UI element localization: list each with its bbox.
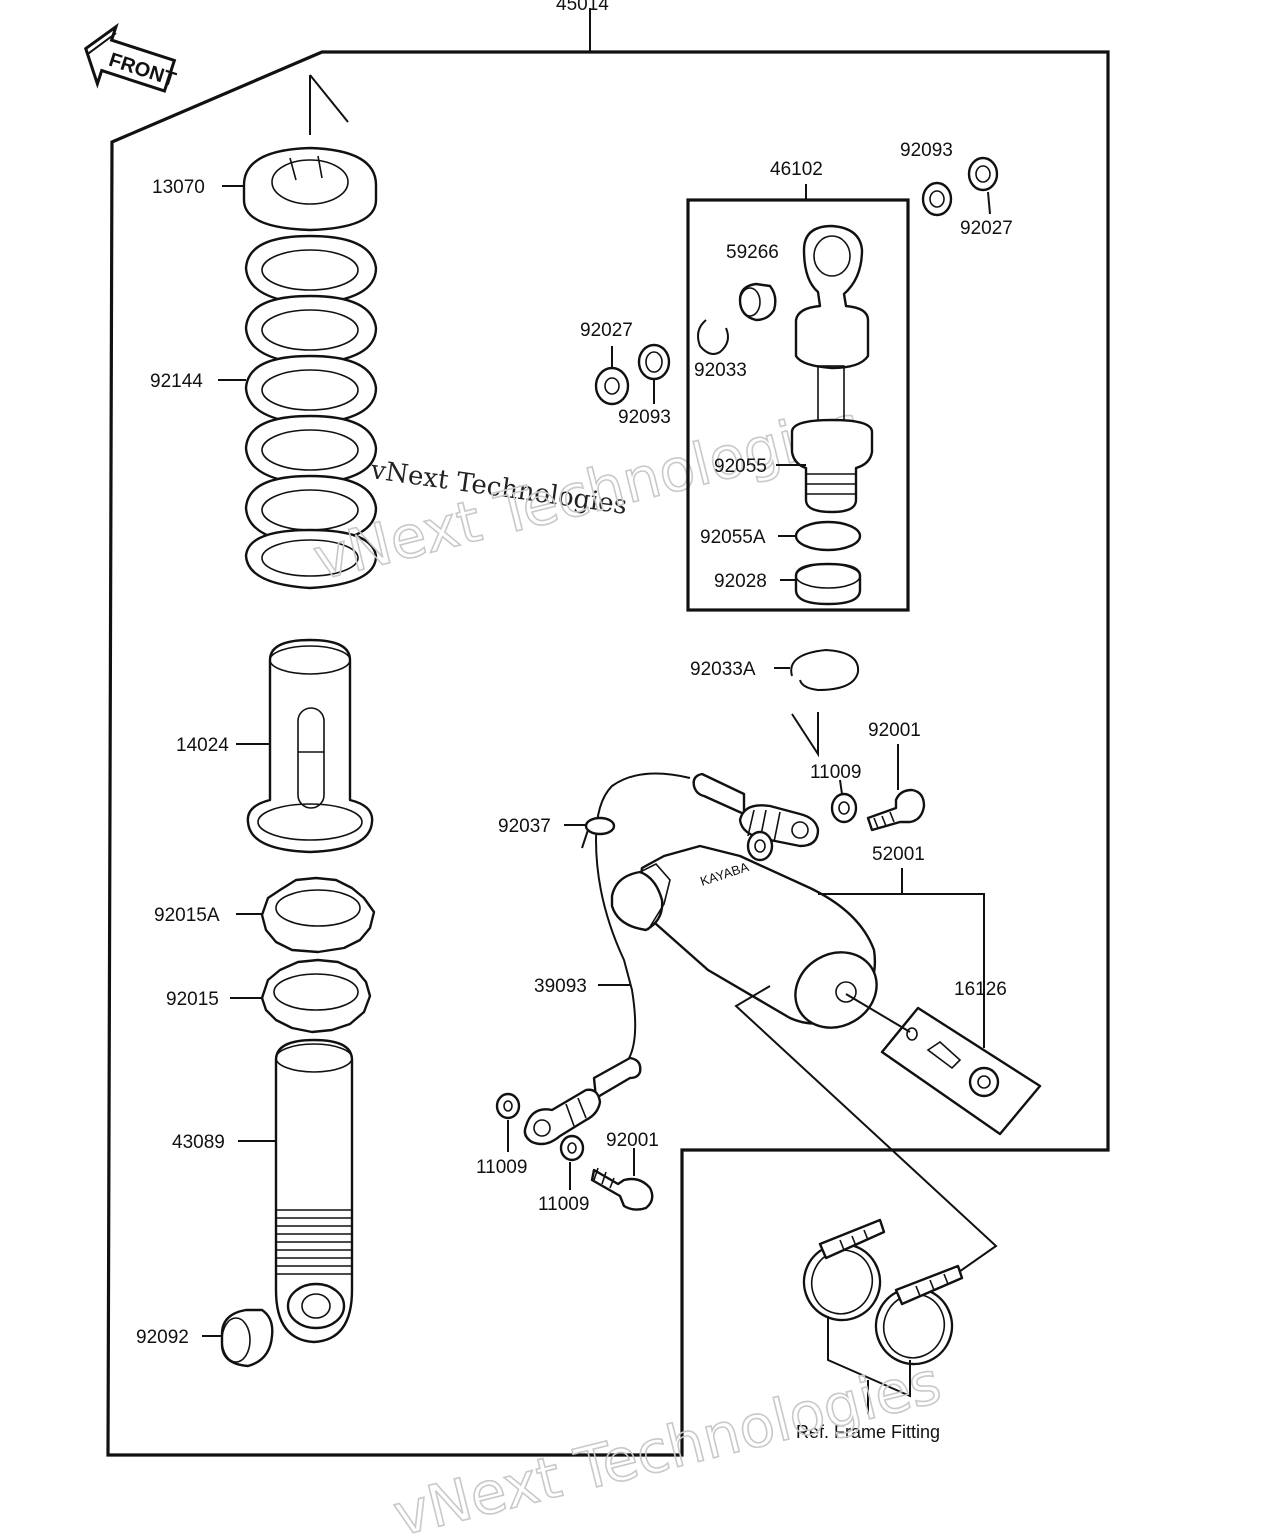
part-label-92015A: 92015A xyxy=(154,905,220,926)
part-label-92027-mid: 92027 xyxy=(580,320,633,341)
part-label-16126: 16126 xyxy=(954,979,1007,1000)
part-label-59266: 59266 xyxy=(726,242,779,263)
part-label-92001-bottom: 92001 xyxy=(606,1130,659,1151)
part-label-92033A: 92033A xyxy=(690,659,756,680)
part-label-92027-top: 92027 xyxy=(960,218,1013,239)
ref-frame-fitting-label: Ref. Frame Fitting xyxy=(796,1422,940,1442)
part-label-52001: 52001 xyxy=(872,844,925,865)
damper-rod xyxy=(790,224,874,514)
damper-kit-box-46102 xyxy=(686,198,910,612)
front-arrow-icon: FRONT xyxy=(83,22,178,93)
washer-11009-bottom xyxy=(559,1134,585,1190)
part-label-92028: 92028 xyxy=(714,571,767,592)
part-label-92092: 92092 xyxy=(136,1327,189,1348)
hose-clamp-right xyxy=(874,1264,964,1366)
locknut-92015 xyxy=(230,958,372,1034)
valve-kit-16126 xyxy=(880,1006,1042,1136)
watermark-outline: vNext Technologies xyxy=(307,392,867,594)
part-label-92001-top: 92001 xyxy=(868,720,921,741)
hose-fitting-bottom xyxy=(523,1056,642,1146)
assembly-number: 45014 xyxy=(556,0,609,15)
spring-seat-13070 xyxy=(222,74,378,232)
part-label-39093: 39093 xyxy=(534,976,587,997)
seal-92093-mid xyxy=(637,343,671,404)
bushing-92092 xyxy=(202,1308,274,1368)
watermark-bottom: vNext Technologies xyxy=(387,1348,947,1536)
circlip-92033 xyxy=(697,319,729,355)
spring-guide-14024 xyxy=(236,638,374,854)
part-label-92033: 92033 xyxy=(694,360,747,381)
bolt-92001-bottom xyxy=(590,1148,654,1211)
part-label-92037: 92037 xyxy=(498,816,551,837)
part-label-92055A: 92055A xyxy=(700,527,766,548)
part-label-14024: 14024 xyxy=(176,735,229,756)
washer-11009-top xyxy=(830,779,858,824)
cable-39093 xyxy=(594,772,691,1061)
assembly-frame xyxy=(106,50,1110,1457)
part-label-43089: 43089 xyxy=(172,1132,225,1153)
part-label-11009-left: 11009 xyxy=(476,1157,527,1178)
part-label-92015: 92015 xyxy=(166,989,219,1010)
part-label-92093-mid: 92093 xyxy=(618,407,671,428)
circlip-92033a xyxy=(790,648,860,692)
washer-mid xyxy=(746,830,774,862)
locknut-92015a xyxy=(236,876,376,954)
part-label-11009-top: 11009 xyxy=(810,762,861,783)
o-ring-92055a xyxy=(794,520,862,552)
bolt-92001-top xyxy=(866,744,926,832)
rubber-59266 xyxy=(738,282,777,322)
part-label-11009-bottom: 11009 xyxy=(538,1194,589,1215)
ring-92028 xyxy=(780,562,862,606)
seal-92027-top xyxy=(967,156,999,215)
part-label-13070: 13070 xyxy=(152,177,205,198)
hose-clamp-left xyxy=(802,1218,886,1322)
part-label-92144: 92144 xyxy=(150,371,203,392)
part-label-92093-top: 92093 xyxy=(900,140,953,161)
reservoir-52001: KAYABA xyxy=(610,844,878,1029)
part-label-92055: 92055 xyxy=(714,456,767,477)
insert-arrow-icon xyxy=(791,712,819,758)
coil-spring-92144 xyxy=(218,234,378,590)
seal-92093-top xyxy=(921,181,953,217)
washer-11009-left xyxy=(495,1092,521,1152)
shock-body-43089 xyxy=(238,1038,354,1344)
seal-92027-mid xyxy=(594,346,630,406)
clip-92037 xyxy=(564,816,616,849)
part-label-46102: 46102 xyxy=(770,159,823,180)
